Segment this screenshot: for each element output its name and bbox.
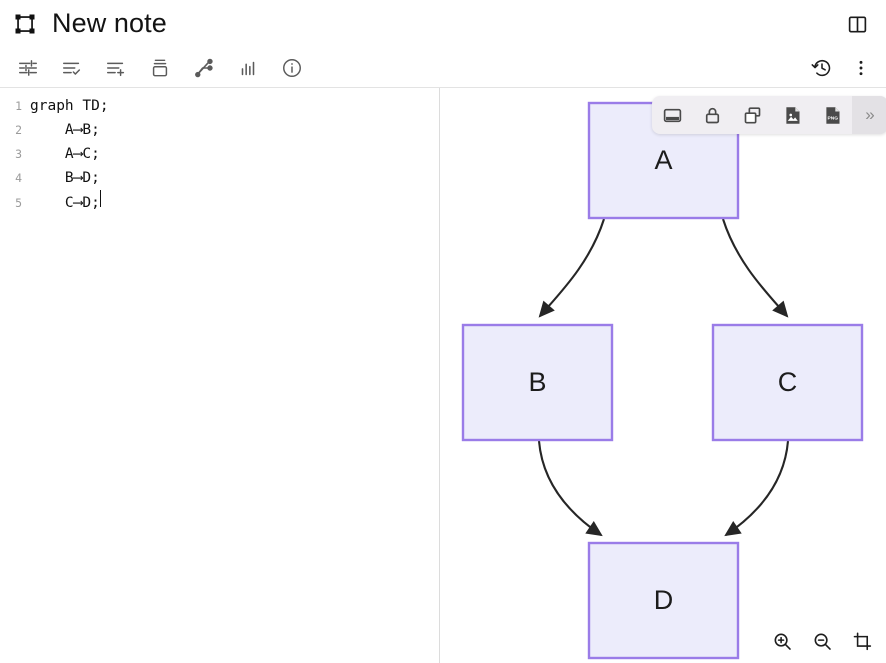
code-line: 1 graph TD; [0, 94, 439, 118]
page-title[interactable]: New note [52, 7, 167, 38]
settings-sliders-icon[interactable] [6, 50, 50, 86]
line-number: 2 [15, 123, 22, 137]
diagram-canvas[interactable]: A B C D [440, 88, 886, 663]
bar-chart-icon[interactable] [226, 50, 270, 86]
text-caret [99, 190, 101, 207]
diagram-export-toolbar: PNG » [652, 96, 886, 134]
container-icon[interactable] [138, 50, 182, 86]
editor-canvas-split: 1 graph TD; 2 A⟶B; 3 A⟶C; 4 B⟶D; 5 C⟶D; [0, 88, 886, 663]
line-number: 4 [15, 171, 22, 185]
titlebar-actions [840, 7, 878, 41]
selection-frame-icon [10, 9, 40, 39]
lock-icon[interactable] [692, 96, 732, 134]
line-content: A⟶C; [30, 146, 100, 162]
fit-to-screen-icon[interactable] [848, 627, 876, 655]
node-label: D [654, 585, 674, 615]
info-circle-icon[interactable] [270, 50, 314, 86]
export-more-icon[interactable]: » [852, 96, 886, 134]
diagram-node-b[interactable]: B [461, 323, 614, 442]
node-label: B [528, 367, 546, 397]
flowchart-svg: A B C D [461, 101, 864, 660]
kebab-menu-icon[interactable] [844, 50, 878, 86]
toolbar-right-actions [800, 50, 878, 86]
node-label: C [778, 367, 798, 397]
node-label: A [654, 145, 672, 175]
line-number: 1 [15, 99, 22, 113]
history-clock-icon[interactable] [800, 50, 844, 86]
split-panel-icon[interactable] [840, 7, 874, 41]
diagram-node-c[interactable]: C [711, 323, 864, 442]
diagram-node-d[interactable]: D [587, 541, 740, 660]
line-content: A⟶B; [30, 122, 100, 138]
export-svg-icon[interactable] [772, 96, 812, 134]
fit-frame-icon[interactable] [652, 96, 692, 134]
edge-a-c [721, 218, 789, 318]
formatting-toolbar [0, 48, 886, 88]
code-line: 2 A⟶B; [0, 118, 439, 142]
titlebar: New note [0, 0, 886, 48]
code-line: 4 B⟶D; [0, 166, 439, 190]
graph-branch-icon[interactable] [182, 50, 226, 86]
code-line: 5 C⟶D; [0, 190, 439, 214]
line-content: B⟶D; [30, 170, 100, 186]
edge-b-d [537, 440, 603, 537]
checklist-icon[interactable] [50, 50, 94, 86]
copy-icon[interactable] [732, 96, 772, 134]
line-number: 3 [15, 147, 22, 161]
line-number: 5 [15, 196, 22, 210]
code-editor[interactable]: 1 graph TD; 2 A⟶B; 3 A⟶C; 4 B⟶D; 5 C⟶D; [0, 88, 440, 663]
line-content: C⟶D; [30, 195, 100, 211]
line-content: graph TD; [30, 98, 109, 114]
code-line: 3 A⟶C; [0, 142, 439, 166]
export-png-icon[interactable]: PNG [812, 96, 852, 134]
zoom-controls [768, 627, 876, 655]
edge-c-d [724, 440, 790, 537]
zoom-in-icon[interactable] [768, 627, 796, 655]
edge-a-b [538, 218, 606, 318]
add-list-icon[interactable] [94, 50, 138, 86]
svg-text:PNG: PNG [827, 115, 838, 121]
zoom-out-icon[interactable] [808, 627, 836, 655]
